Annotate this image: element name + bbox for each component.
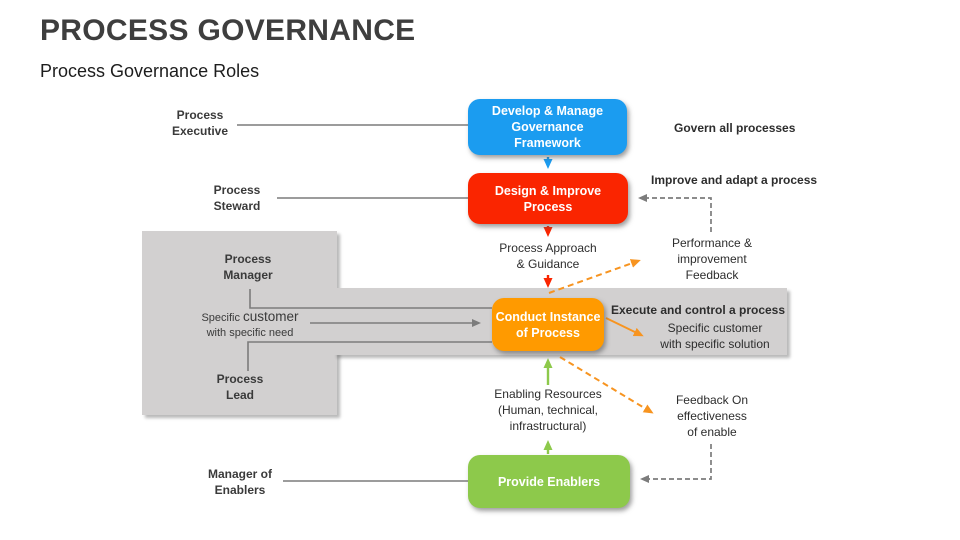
annotation-improve-adapt: Improve and adapt a process xyxy=(651,173,818,187)
role-process-manager: Process Manager xyxy=(223,252,273,282)
roles-panel xyxy=(142,231,337,415)
annotation-feedback-enable: Feedback On effectiveness of enable xyxy=(675,393,749,439)
connector-feedback-enable-to-provide xyxy=(640,444,712,483)
role-process-steward: Process Steward xyxy=(213,183,261,213)
node-provide-enablers: Provide Enablers xyxy=(468,455,630,508)
node-develop-label: Develop & Manage Governance Framework xyxy=(491,104,604,150)
specific-need-line1: Specific customer xyxy=(201,309,299,324)
arrow-conduct-to-specific-solution xyxy=(605,317,644,337)
role-manager-of-enablers: Manager of Enablers xyxy=(207,467,272,497)
connector-manager-to-conduct xyxy=(249,289,492,309)
annotation-govern-all: Govern all processes xyxy=(674,121,796,135)
role-process-executive: Process Executive xyxy=(171,108,229,138)
annotation-execute-control: Execute and control a process xyxy=(610,303,786,317)
connector-performance-feedback-to-design xyxy=(638,194,712,232)
specific-need-label: Specific customer with specific need xyxy=(189,309,311,341)
connector-lead-to-conduct xyxy=(247,341,492,371)
node-provide-label: Provide Enablers xyxy=(497,474,601,489)
annotation-performance-feedback: Performance & improvement Feedback xyxy=(671,236,753,282)
annotation-process-approach: Process Approach & Guidance xyxy=(499,241,597,271)
arrow-conduct-to-performance-feedback xyxy=(548,259,641,294)
node-develop-manage-governance: Develop & Manage Governance Framework xyxy=(468,99,627,155)
annotation-specific-solution: Specific customer with specific solution xyxy=(660,321,770,351)
role-process-lead: Process Lead xyxy=(216,372,264,402)
specific-need-line2: with specific need xyxy=(206,327,294,339)
arrow-conduct-to-feedback-enable xyxy=(559,356,654,414)
annotation-enabling-resources: Enabling Resources (Human, technical, in… xyxy=(494,387,602,433)
node-design-label: Design & Improve Process xyxy=(494,183,602,214)
node-design-improve-process: Design & Improve Process xyxy=(468,173,628,224)
page-title: PROCESS GOVERNANCE xyxy=(40,14,416,47)
node-conduct-label: Conduct Instance of Process xyxy=(495,309,601,340)
node-conduct-instance: Conduct Instance of Process xyxy=(492,298,604,351)
page-subtitle: Process Governance Roles xyxy=(40,61,260,81)
